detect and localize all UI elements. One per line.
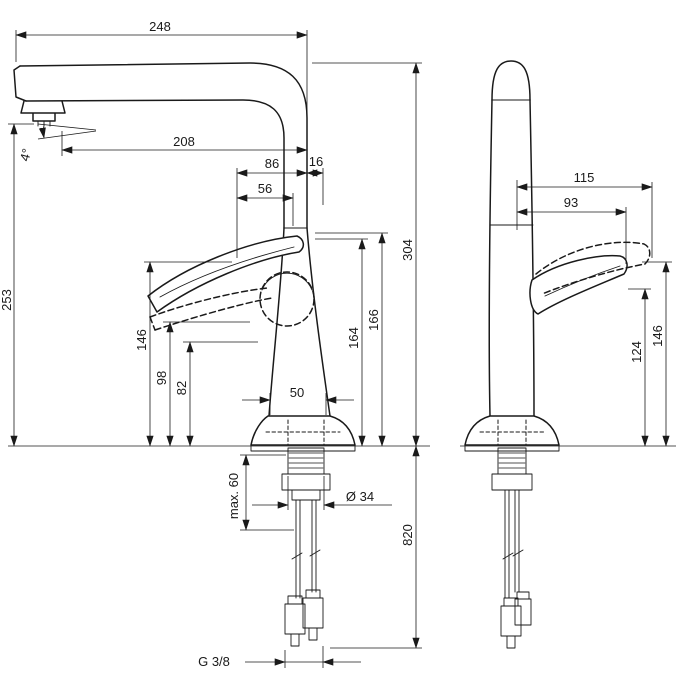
base-escutcheon: [250, 415, 356, 446]
dim-label-98: 98: [154, 371, 169, 385]
dim-164: 164: [315, 238, 368, 447]
spout-outline: [19, 62, 308, 229]
dim-label-50: 50: [290, 385, 304, 400]
side-handle-inner-line: [544, 265, 621, 297]
dim-label-146-right: 146: [650, 325, 665, 347]
side-connector-body-b: [514, 598, 532, 626]
dim-115: 115: [516, 170, 653, 258]
mounting-nut: [281, 473, 331, 491]
handle-inner-line: [159, 246, 295, 298]
side-shank: [497, 447, 527, 475]
connector-body-left: [284, 603, 306, 635]
body-right-edge: [306, 227, 331, 417]
hose-break-marks: [291, 549, 321, 560]
supply-hoses: [295, 499, 317, 599]
side-handle-dashed: [535, 241, 651, 295]
tailpiece: [291, 489, 321, 501]
side-hose-break-marks: [502, 549, 524, 560]
side-base-hidden: [479, 419, 545, 446]
dim-diameter-34: Ø 34: [252, 476, 392, 510]
dim-146-right: 146: [642, 261, 672, 447]
dim-label-diameter: Ø 34: [346, 489, 374, 504]
dim-16: 16: [306, 154, 324, 177]
side-shank-threads: [498, 452, 526, 469]
dim-label-208: 208: [173, 134, 195, 149]
spout-inner-outline: [25, 99, 285, 229]
handle-loop-arc: [261, 272, 313, 291]
handle-loop-dashed: [259, 271, 315, 327]
dim-label-304: 304: [400, 239, 415, 261]
spout-end-cap: [13, 65, 27, 102]
dim-248: 248: [15, 19, 308, 112]
dim-label-16: 16: [309, 154, 323, 169]
base-hidden-lines: [265, 419, 341, 446]
side-body-right-edge: [529, 99, 535, 417]
handle-dashed-upper: [149, 287, 269, 318]
dim-label-86: 86: [265, 156, 279, 171]
dim-208: 208: [61, 131, 308, 156]
side-base-escutcheon: [464, 415, 560, 446]
faucet-front-view: [13, 62, 356, 647]
dim-label-253: 253: [0, 289, 14, 311]
dim-98: 98: [154, 321, 250, 447]
side-supply-hoses: [504, 489, 520, 599]
dim-50: 50: [242, 385, 354, 415]
dim-label-248: 248: [149, 19, 171, 34]
dim-label-93: 93: [564, 195, 578, 210]
dim-label-56: 56: [258, 181, 272, 196]
dim-label-82: 82: [174, 381, 189, 395]
shank-threads: [288, 452, 324, 469]
aerator: [20, 100, 66, 122]
side-mounting-nut: [491, 473, 533, 491]
side-base-skirt: [464, 444, 560, 452]
side-connector-cap-b: [516, 591, 530, 600]
faucet-side-view: [464, 60, 651, 649]
connector-nipple-left: [290, 633, 300, 647]
dim-166: 166: [315, 232, 388, 447]
connector-nipple-right: [308, 627, 318, 641]
cap-dome: [491, 60, 531, 101]
dim-label-124: 124: [629, 341, 644, 363]
dim-304: 304: [312, 62, 422, 447]
dim-124: 124: [628, 288, 651, 447]
dim-93: 93: [516, 195, 627, 264]
dim-label-thread: G 3/8: [198, 654, 230, 669]
dim-label-115: 115: [574, 170, 595, 185]
dim-56: 56: [236, 181, 294, 226]
dim-82: 82: [174, 341, 258, 447]
shank: [287, 447, 325, 475]
handle-dashed-lower: [154, 297, 273, 331]
side-handle-lever: [529, 254, 628, 315]
dim-label-146-left: 146: [134, 329, 149, 351]
connector-body-right: [302, 597, 324, 629]
dim-thread: G 3/8: [198, 646, 361, 669]
dim-label-max-60: max. 60: [226, 473, 241, 519]
dim-max-60: max. 60: [226, 454, 294, 531]
dim-820: 820: [330, 445, 422, 649]
dim-angle: 4°: [17, 123, 97, 163]
connector-cap-right: [305, 589, 321, 599]
handle-dashed-tip: [149, 316, 156, 331]
base-skirt: [250, 444, 356, 452]
dimension-lines: 248 208 86 16 56 4°: [0, 19, 676, 669]
dim-86: 86: [236, 156, 324, 258]
side-connector-body-a: [500, 605, 522, 637]
dim-253: 253: [0, 123, 34, 447]
dim-label-166: 166: [366, 309, 381, 331]
side-connector-nipple: [506, 635, 516, 649]
dim-label-164: 164: [346, 327, 361, 349]
side-body-left-edge: [488, 99, 493, 417]
dim-label-820: 820: [400, 524, 415, 546]
dim-146-left: 146: [134, 261, 232, 447]
dim-label-angle: 4°: [17, 147, 35, 163]
